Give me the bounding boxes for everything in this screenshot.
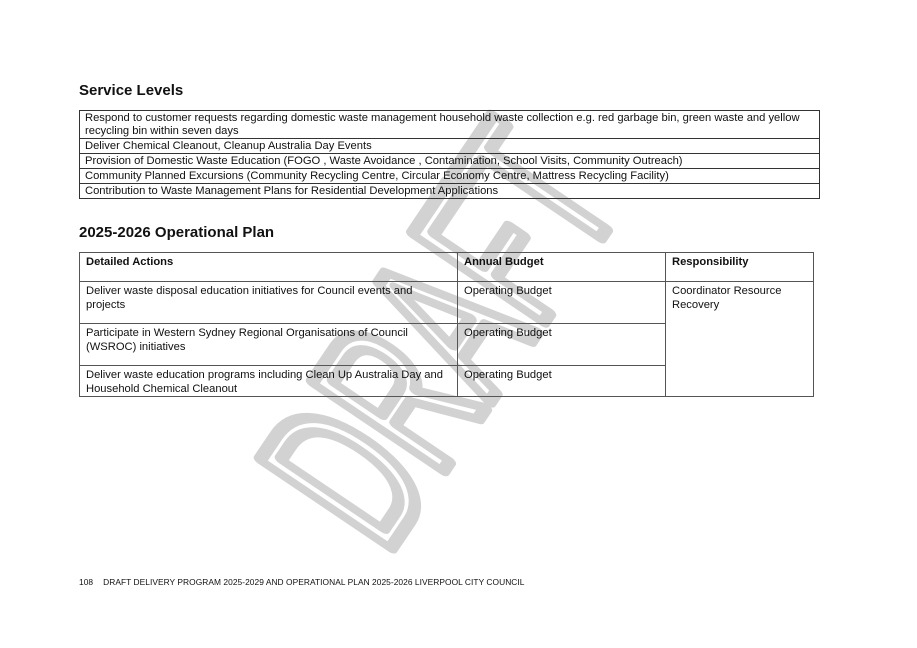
- footer-text: DRAFT DELIVERY PROGRAM 2025-2029 AND OPE…: [103, 577, 525, 587]
- budget-cell: Operating Budget: [457, 323, 666, 366]
- action-cell: Deliver waste disposal education initiat…: [79, 281, 458, 324]
- service-level-item: Provision of Domestic Waste Education (F…: [79, 153, 820, 169]
- service-level-item: Contribution to Waste Management Plans f…: [79, 183, 820, 199]
- table-row: Deliver waste education programs includi…: [79, 365, 814, 397]
- service-levels-table: Respond to customer requests regarding d…: [79, 110, 820, 199]
- table-row: Deliver Chemical Cleanout, Cleanup Austr…: [79, 138, 820, 154]
- table-row: Contribution to Waste Management Plans f…: [79, 183, 820, 199]
- operational-plan-title: 2025-2026 Operational Plan: [79, 224, 275, 241]
- service-levels-title: Service Levels: [79, 82, 184, 99]
- responsibility-cell: Coordinator Resource Recovery: [665, 281, 814, 397]
- header-detailed-actions: Detailed Actions: [79, 252, 458, 282]
- table-header-row: Detailed Actions Annual Budget Responsib…: [79, 252, 814, 282]
- table-row: Deliver waste disposal education initiat…: [79, 281, 814, 397]
- budget-cell: Operating Budget: [457, 281, 666, 324]
- action-cell: Deliver waste education programs includi…: [79, 365, 458, 397]
- header-annual-budget: Annual Budget: [457, 252, 666, 282]
- budget-cell: Operating Budget: [457, 365, 666, 397]
- header-responsibility: Responsibility: [665, 252, 814, 282]
- service-level-item: Respond to customer requests regarding d…: [79, 110, 820, 139]
- service-level-item: Community Planned Excursions (Community …: [79, 168, 820, 184]
- service-level-item: Deliver Chemical Cleanout, Cleanup Austr…: [79, 138, 820, 154]
- operational-plan-table: Detailed Actions Annual Budget Responsib…: [79, 252, 814, 397]
- table-row: Community Planned Excursions (Community …: [79, 168, 820, 184]
- page-footer: 108 DRAFT DELIVERY PROGRAM 2025-2029 AND …: [79, 577, 524, 587]
- action-cell: Participate in Western Sydney Regional O…: [79, 323, 458, 366]
- table-row: Participate in Western Sydney Regional O…: [79, 323, 814, 366]
- table-row: Respond to customer requests regarding d…: [79, 110, 820, 139]
- page-number: 108: [79, 577, 94, 587]
- table-row: Provision of Domestic Waste Education (F…: [79, 153, 820, 169]
